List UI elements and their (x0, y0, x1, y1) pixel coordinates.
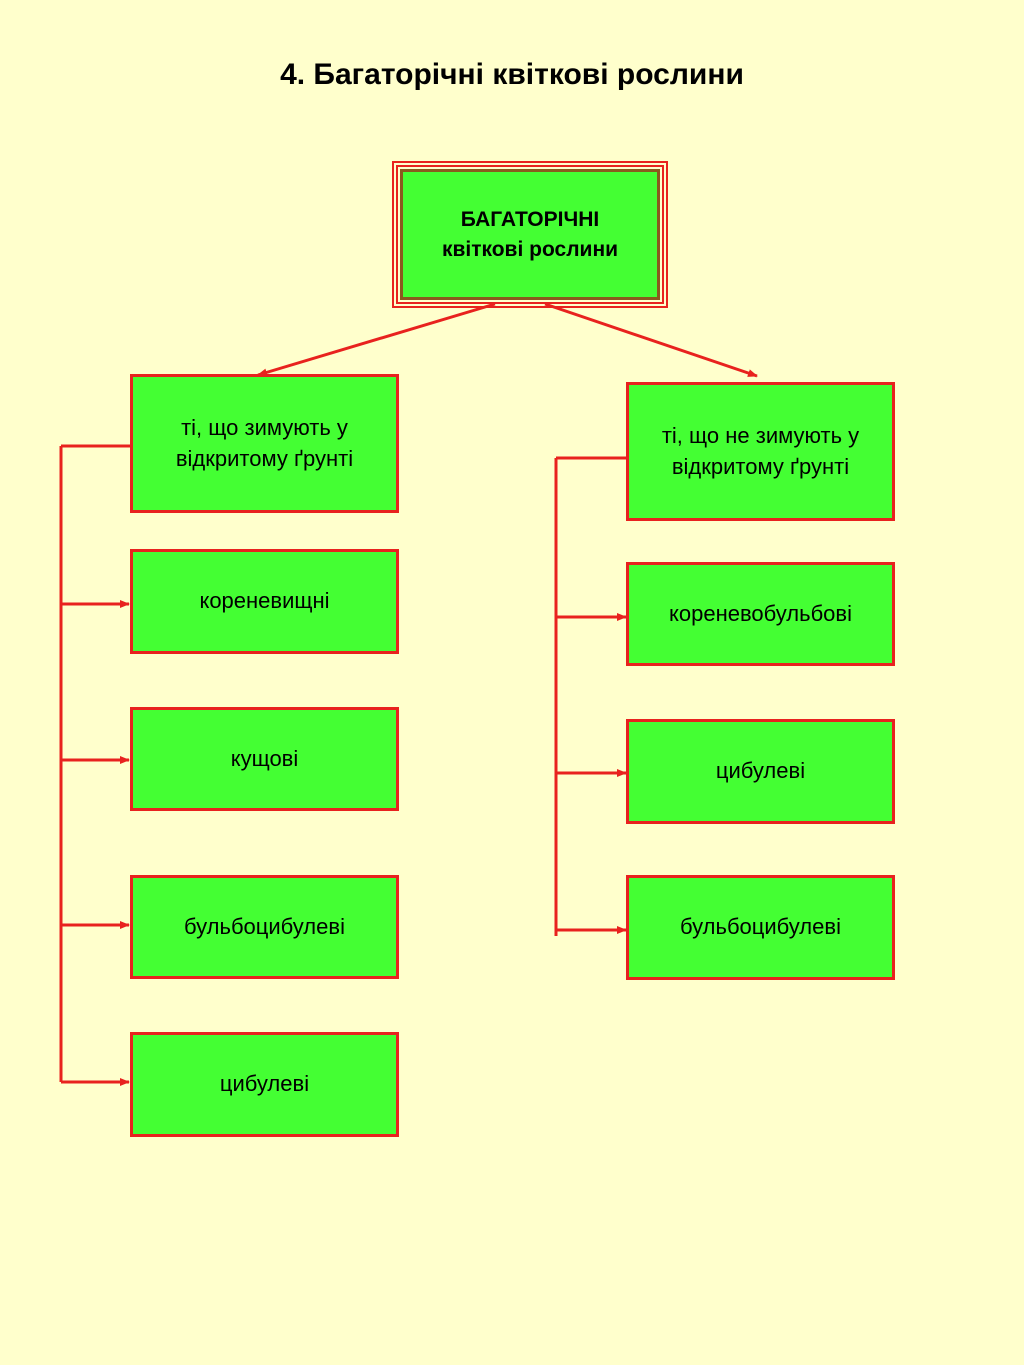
right-item-node: бульбоцибулеві (626, 875, 895, 980)
right-item-node: цибулеві (626, 719, 895, 824)
root-node: БАГАТОРІЧНІ квіткові рослини (400, 169, 660, 300)
left-item-node: бульбоцибулеві (130, 875, 399, 979)
right-branch-header: ті, що не зимують у відкритому ґрунті (626, 382, 895, 521)
left-item-text: кущові (230, 745, 299, 771)
left-item-text: кореневищні (199, 588, 330, 614)
left-item-node: цибулеві (130, 1032, 399, 1137)
root-middle-frame (396, 165, 664, 304)
root-line-2: квіткові рослини (441, 237, 619, 261)
left-item-node: кущові (130, 707, 399, 811)
arrow-root-left (257, 302, 496, 377)
arrow-root-right (544, 302, 758, 378)
right-item-text: бульбоцибулеві (680, 914, 841, 940)
right-item-text: цибулеві (715, 758, 806, 784)
left-branch-header-text: ті, що зимують у відкритому ґрунті (175, 414, 354, 471)
right-branch-header-text: ті, що не зимують у відкритому ґрунті (661, 422, 860, 479)
left-branch-header: ті, що зимують у відкритому ґрунті (130, 374, 399, 513)
right-item-node: кореневобульбові (626, 562, 895, 666)
left-item-node: кореневищні (130, 549, 399, 654)
root-outer-frame (392, 161, 668, 308)
right-item-text: кореневобульбові (669, 600, 852, 626)
left-item-text: цибулеві (219, 1071, 310, 1097)
root-line-1: БАГАТОРІЧНІ (460, 208, 600, 232)
left-item-text: бульбоцибулеві (184, 913, 345, 939)
page-title: 4. Багаторічні квіткові рослини (280, 58, 744, 91)
